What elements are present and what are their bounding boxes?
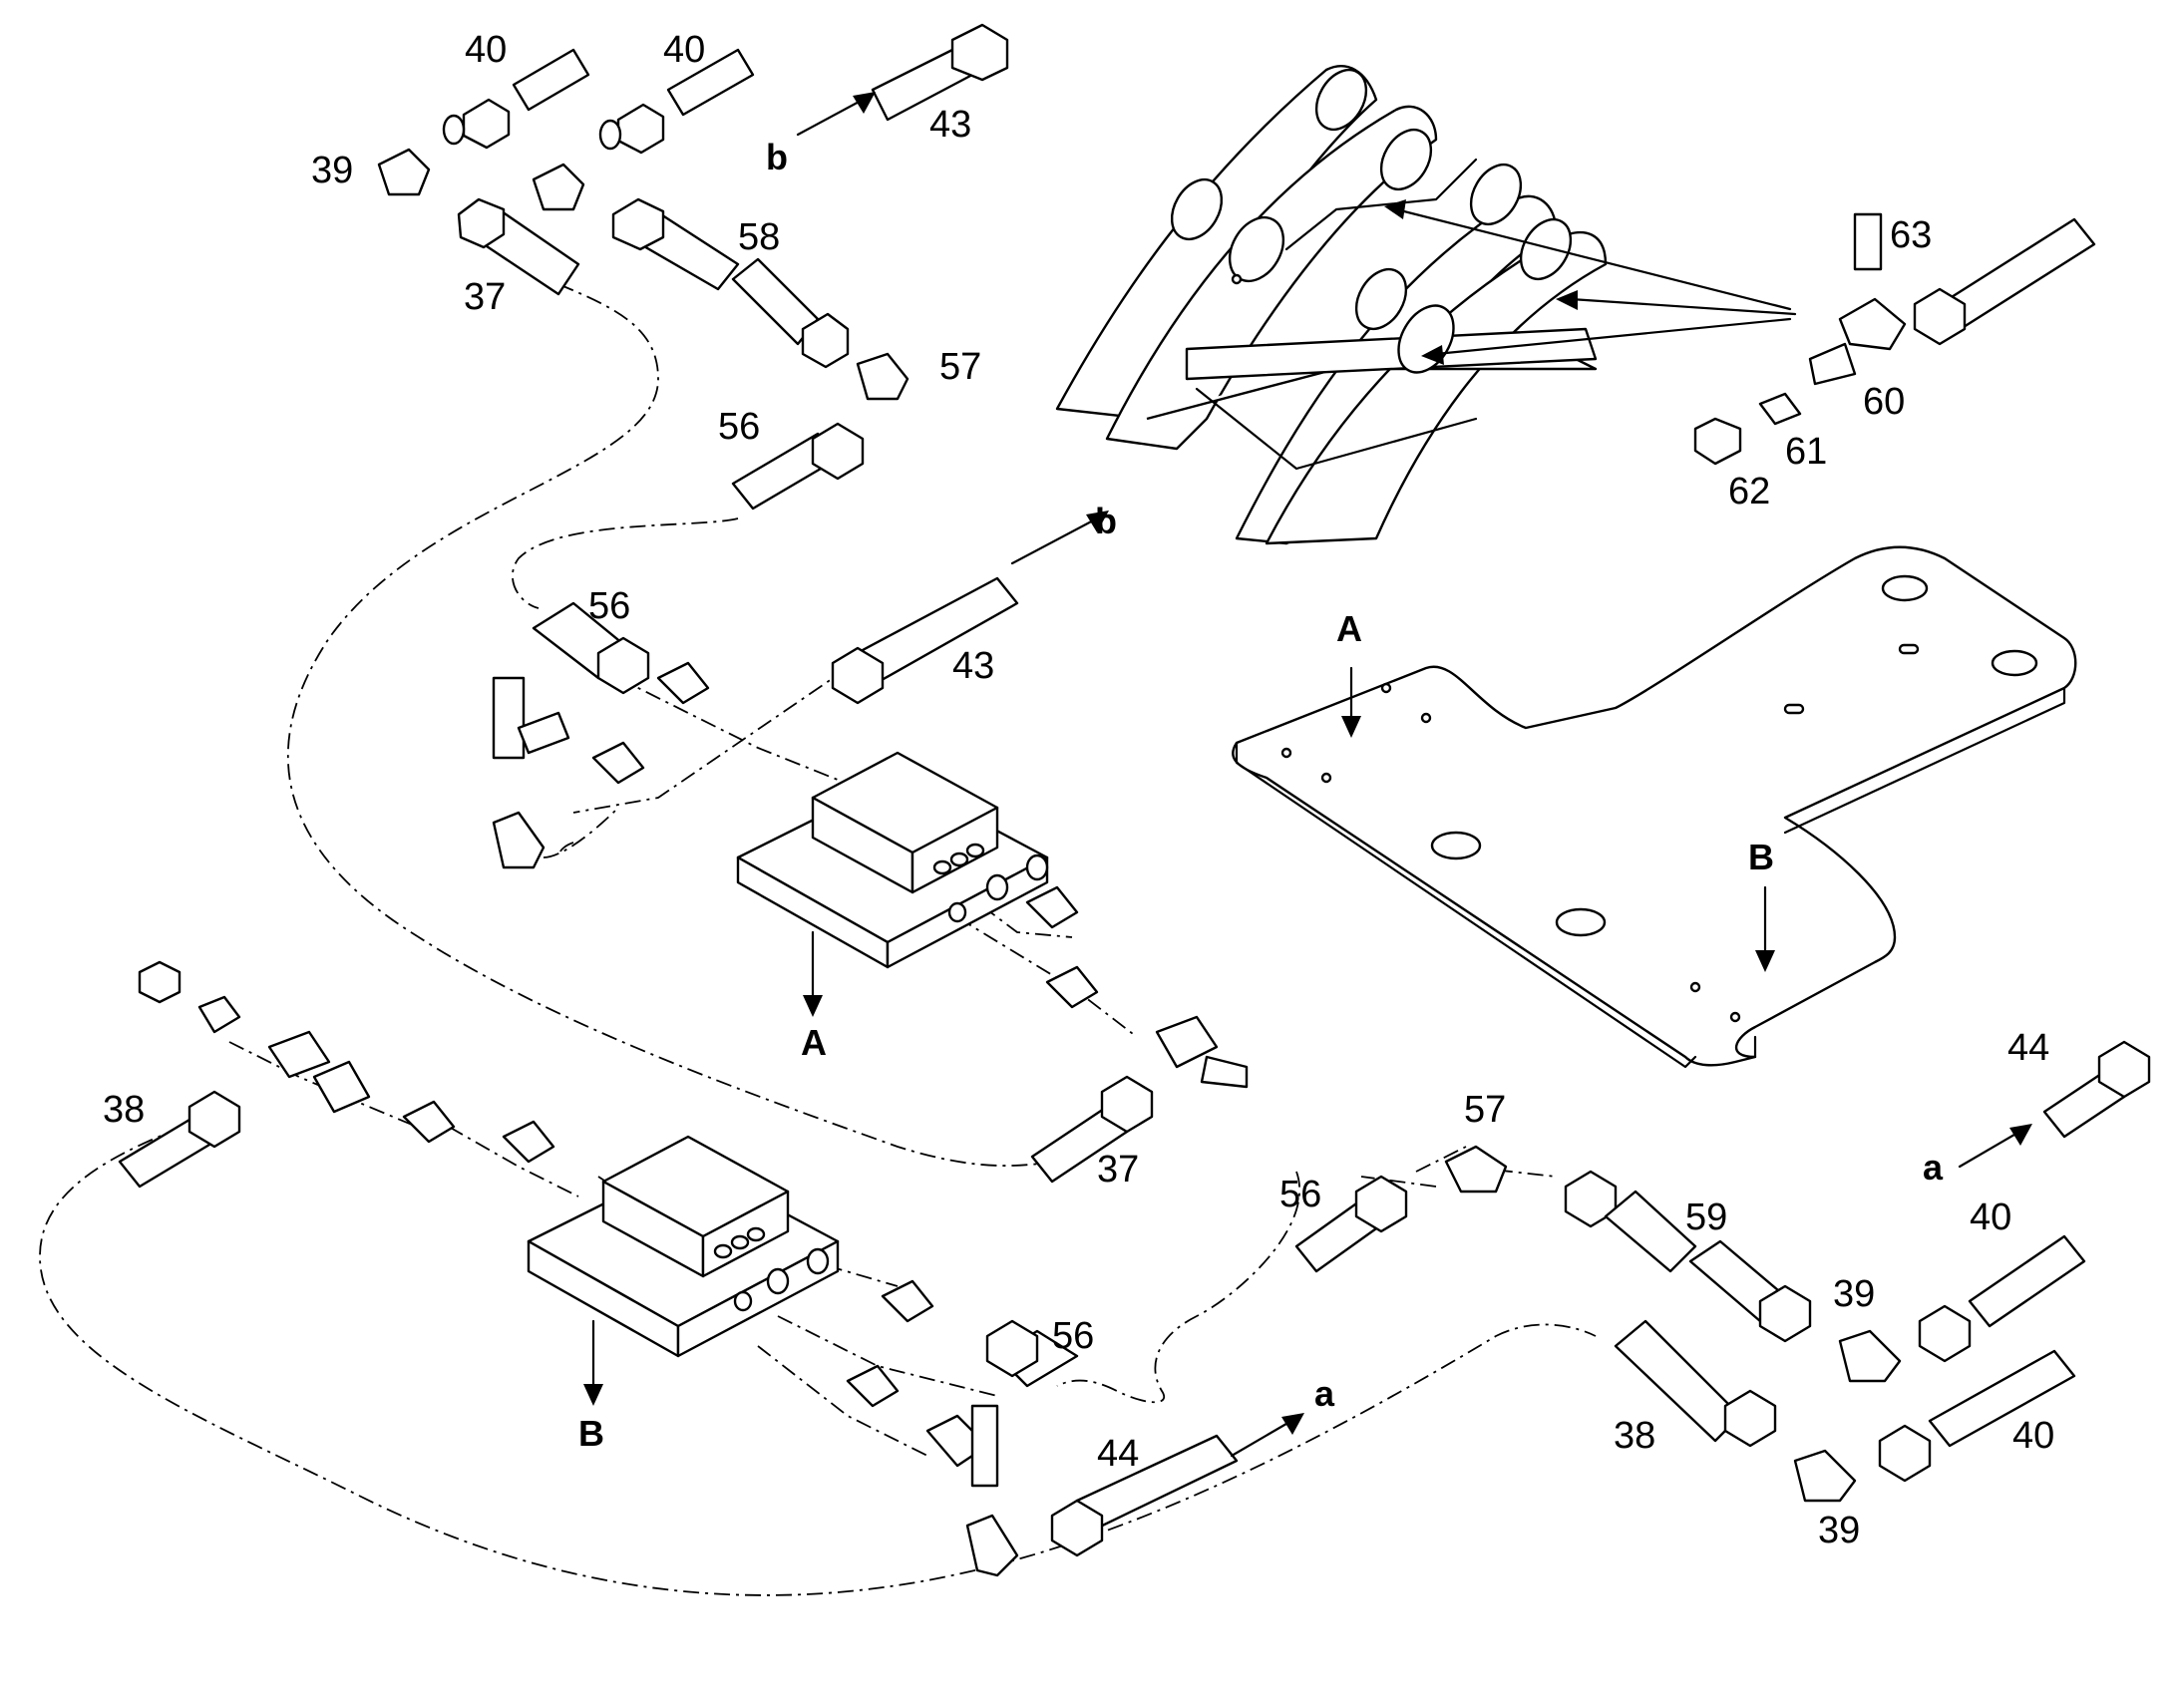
tee-fitting-right	[1155, 1015, 1249, 1089]
tube-37-b	[1030, 1075, 1154, 1184]
ref-a: a	[1923, 1147, 1944, 1188]
label-58: 58	[738, 216, 780, 258]
label-59: 59	[1685, 1196, 1727, 1238]
label-57: 57	[1464, 1089, 1506, 1131]
part-labels: 40 40 39 43 37 58 57 56 56 43 63 60 61 6…	[103, 29, 2054, 1551]
label-44: 44	[1097, 1433, 1139, 1475]
tube-56-mid	[532, 601, 650, 695]
tee-fitting-left	[267, 1030, 371, 1114]
elbow-57-top	[856, 352, 909, 401]
tee-fitting-lower	[925, 1404, 999, 1488]
valve-block-lower	[527, 1135, 840, 1358]
label-60: 60	[1863, 381, 1905, 423]
label-38: 38	[103, 1089, 145, 1131]
hose-40-right-upper	[1918, 1234, 2086, 1363]
mounting-plate	[1232, 545, 2077, 1069]
label-44: 44	[2007, 1027, 2049, 1069]
label-40: 40	[663, 29, 705, 71]
label-39: 39	[311, 150, 353, 191]
elbow-fitting-lower-left	[965, 1514, 1019, 1577]
label-57: 57	[939, 346, 981, 388]
tube-38-left	[118, 1090, 241, 1189]
label-56: 56	[1279, 1174, 1321, 1215]
tube-44-lower	[1050, 1434, 1239, 1557]
elbow-57-right	[1444, 1145, 1508, 1194]
tube-43-top	[871, 23, 1009, 122]
label-43: 43	[929, 104, 971, 146]
elbow-fitting-upper-left	[492, 811, 545, 869]
hose-40-right-lower	[1878, 1349, 2076, 1483]
tube-38-right	[1614, 1319, 1777, 1448]
pipe-couplings	[402, 661, 1099, 1408]
label-63: 63	[1890, 214, 1932, 256]
label-40: 40	[1970, 1196, 2011, 1238]
tube-56-lower	[985, 1319, 1079, 1388]
reference-letters: b b A B A a a B	[578, 137, 1944, 1454]
ref-a: a	[1314, 1373, 1335, 1414]
label-40: 40	[2012, 1415, 2054, 1457]
label-37: 37	[464, 276, 506, 318]
label-37: 37	[1097, 1149, 1139, 1191]
tube-58	[611, 197, 850, 369]
label-43: 43	[952, 645, 994, 687]
hose-40-a	[442, 48, 590, 150]
label-39: 39	[1818, 1510, 1860, 1551]
label-61: 61	[1785, 431, 1827, 473]
ref-b: b	[1095, 501, 1117, 541]
elbow-39-right-lower	[1793, 1449, 1857, 1503]
tube-59	[1564, 1170, 1812, 1343]
ref-A: A	[801, 1022, 827, 1063]
arrows	[583, 92, 2032, 1458]
elbow-39-a	[377, 148, 431, 196]
label-56: 56	[1052, 1315, 1094, 1357]
tube-56-right	[1294, 1175, 1408, 1273]
tube-56-upper	[731, 422, 865, 511]
elbow-39-right-upper	[1838, 1329, 1902, 1383]
grease-fittings-60-63	[1693, 212, 2096, 466]
ref-A: A	[1336, 608, 1362, 649]
label-39: 39	[1833, 1273, 1875, 1315]
hose-40-b	[598, 48, 755, 155]
label-56: 56	[718, 406, 760, 448]
label-38: 38	[1614, 1415, 1655, 1457]
tube-37-a	[457, 197, 580, 296]
cap-nut-left	[138, 960, 241, 1034]
attachment-forks	[1055, 65, 1608, 545]
valve-block-upper	[736, 751, 1049, 969]
label-40: 40	[465, 29, 507, 71]
ref-b: b	[766, 137, 788, 177]
label-62: 62	[1728, 471, 1770, 512]
ref-B: B	[578, 1413, 604, 1454]
elbow-58-fitting	[532, 163, 585, 211]
tube-44-right	[2042, 1040, 2151, 1139]
label-56: 56	[588, 585, 630, 627]
tee-fitting-upper	[492, 676, 570, 760]
tube-43-mid	[831, 576, 1019, 705]
ref-B: B	[1748, 837, 1774, 877]
